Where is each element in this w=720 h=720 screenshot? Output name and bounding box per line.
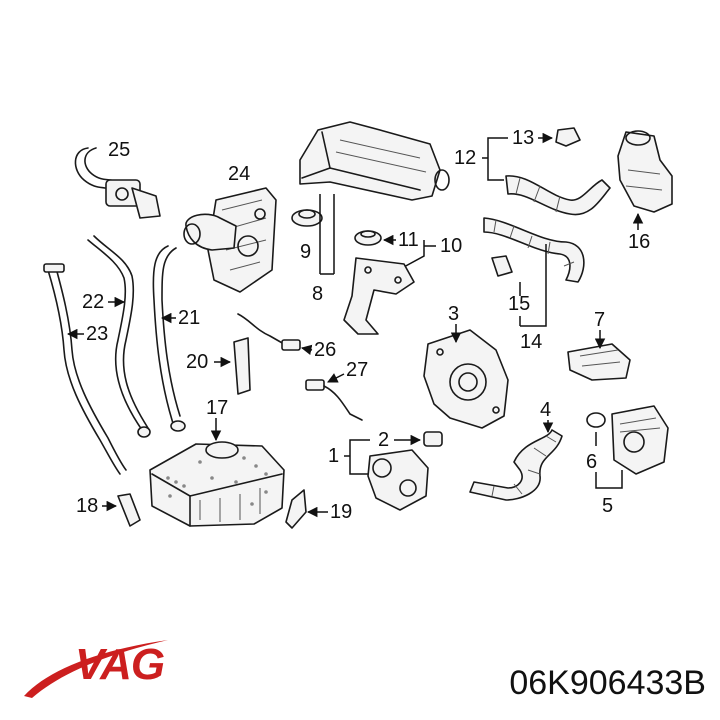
callout-4: 4 [540,399,551,421]
leader-6 [595,432,623,489]
callout-25: 25 [108,139,130,161]
callout-20: 20 [186,351,208,373]
callout-11: 11 [398,229,419,251]
part-1-valve [367,449,429,511]
part-15-clamp [491,255,513,277]
callout-22: 22 [82,291,104,313]
leader-12 [482,137,508,181]
callout-12: 12 [454,147,476,169]
part-25-hose-sensor [74,147,161,219]
callout-23: 23 [86,323,108,345]
leader-27 [327,373,345,383]
part-2-connector [423,431,443,447]
callout-14: 14 [520,331,542,353]
part-17-canister [149,441,285,527]
leader-8 [319,194,335,275]
part-10-bracket [343,257,415,335]
callout-19: 19 [330,501,352,523]
callout-17: 17 [206,397,228,419]
callout-8: 8 [312,283,323,305]
part-5-secondary-air-pump [611,405,669,475]
callout-1: 1 [328,445,339,467]
part-11-grommet [354,230,382,246]
part-9-grommet [291,209,323,227]
callout-24: 24 [228,163,250,185]
part-14-corrugated-hose [483,217,585,283]
part-7-bracket [567,343,631,381]
callout-2: 2 [378,429,389,451]
part-24-valve-bracket [183,187,277,293]
part-12-intake-pipe [505,175,611,216]
part-6-o-ring [586,412,606,428]
callout-9: 9 [300,241,311,263]
part-18-bracket [117,493,141,527]
part-20-bracket [233,337,251,395]
part-22-hose [87,235,151,438]
leader-26 [300,344,313,356]
callout-15: 15 [508,293,530,315]
callout-13: 13 [512,127,534,149]
part-26-sensor [237,313,301,351]
callout-18: 18 [76,495,98,517]
leader-10 [401,240,436,269]
part-27-sensor [305,379,363,421]
part-23-hose [43,263,127,475]
callout-26: 26 [314,339,336,361]
brand-logo [24,640,168,698]
part-21-hose [152,245,186,432]
part-19-bracket [285,489,307,529]
callout-3: 3 [448,303,459,325]
part-4-flex-pipe [469,429,563,501]
leader-1 [344,439,370,475]
leader-15 [519,244,547,327]
part-3-heat-shield [423,329,509,429]
callout-10: 10 [440,235,462,257]
part-8-air-box [299,121,450,201]
part-16-throttle-body [617,130,673,213]
part-number: 06K906433B [509,664,706,702]
brand-name: VAG [75,640,165,689]
callout-27: 27 [346,359,368,381]
callout-21: 21 [178,307,200,329]
part-13-clamp [555,127,581,147]
callout-7: 7 [594,309,605,331]
callout-5: 5 [602,495,613,517]
callout-16: 16 [628,231,650,253]
callout-6: 6 [586,451,597,473]
